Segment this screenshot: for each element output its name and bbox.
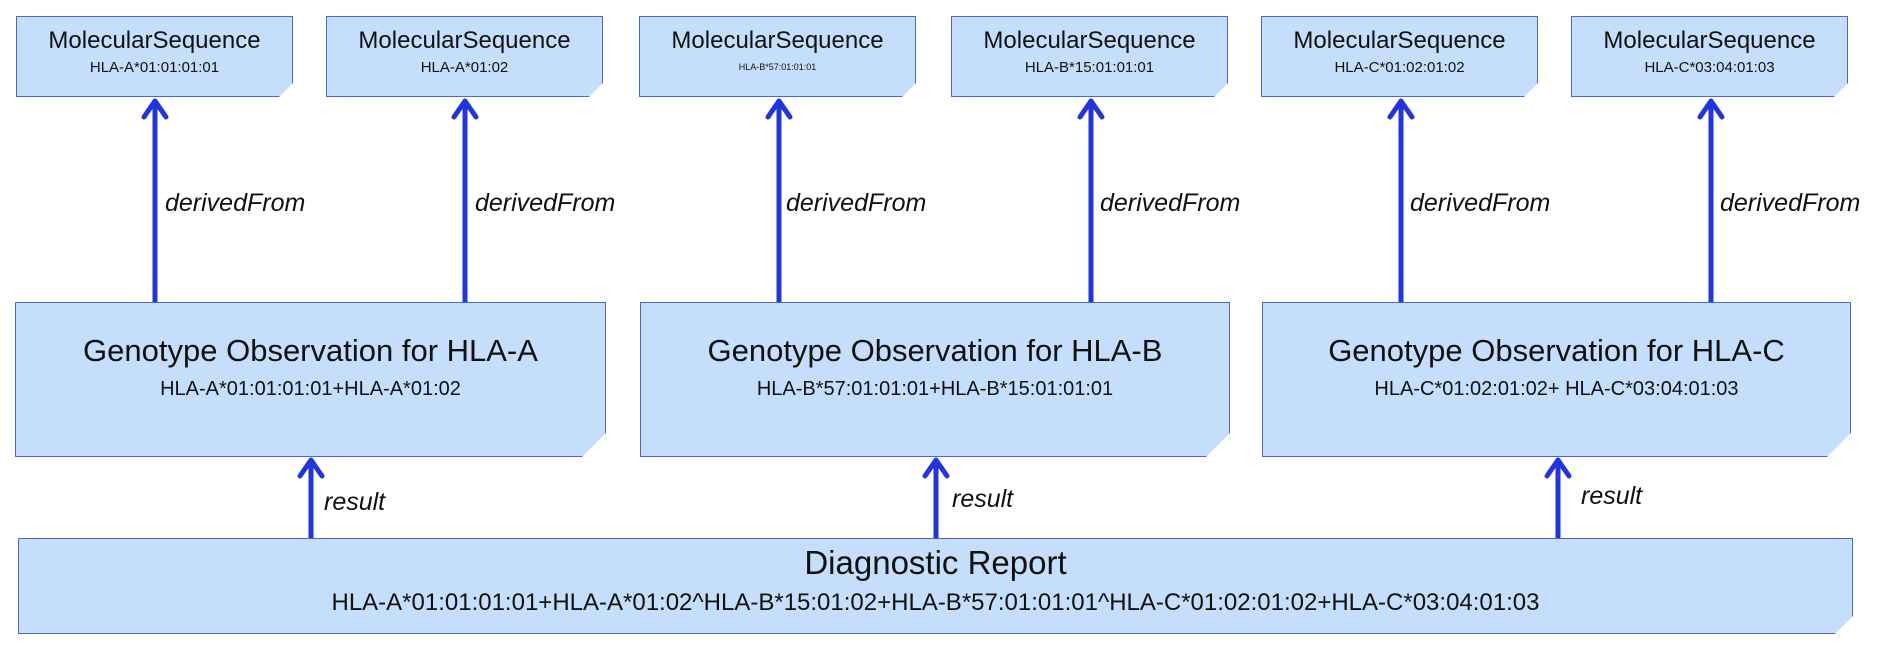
result-arrowhead-1	[297, 457, 325, 479]
molecular-sequence-id: HLA-C*01:02:01:02	[1334, 59, 1465, 76]
molecular-sequence-box-4: MolecularSequence HLA-B*15:01:01:01	[951, 16, 1228, 97]
result-label-1: result	[324, 488, 386, 516]
derived-from-arrowhead-5	[1387, 98, 1415, 120]
folded-corner	[1835, 616, 1853, 634]
molecular-sequence-title: MolecularSequence	[983, 27, 1196, 54]
derived-from-arrowhead-2	[451, 98, 479, 120]
molecular-sequence-id: HLA-C*03:04:01:03	[1644, 59, 1775, 76]
molecular-sequence-id: HLA-B*15:01:01:01	[1024, 59, 1155, 76]
molecular-sequence-title: MolecularSequence	[1603, 27, 1816, 54]
derived-from-arrowhead-1	[141, 98, 169, 120]
result-arrowhead-2	[922, 457, 950, 479]
folded-corner	[589, 83, 603, 97]
folded-corner	[902, 83, 916, 97]
molecular-sequence-id: HLA-A*01:02	[420, 59, 509, 76]
diagnostic-report-box: Diagnostic Report HLA-A*01:01:01:01+HLA-…	[18, 538, 1853, 634]
derived-from-label-5: derivedFrom	[1410, 189, 1551, 217]
molecular-sequence-id: HLA-A*01:01:01:01	[89, 59, 220, 76]
diagnostic-report-title: Diagnostic Report	[804, 544, 1067, 581]
genotype-observation-value: HLA-A*01:01:01:01+HLA-A*01:02	[160, 378, 461, 400]
derived-from-label-1: derivedFrom	[165, 189, 306, 217]
genotype-observation-value: HLA-B*57:01:01:01+HLA-B*15:01:01:01	[756, 378, 1114, 400]
folded-corner	[1827, 433, 1851, 457]
folded-corner	[582, 433, 606, 457]
result-arrowhead-3	[1544, 457, 1572, 479]
molecular-sequence-title: MolecularSequence	[358, 27, 571, 54]
genotype-observation-title: Genotype Observation for HLA-C	[1328, 333, 1785, 368]
molecular-sequence-title: MolecularSequence	[671, 27, 884, 54]
genotype-observation-title: Genotype Observation for HLA-B	[707, 333, 1163, 368]
result-label-3: result	[1581, 482, 1643, 510]
genotype-observation-value: HLA-C*01:02:01:02+ HLA-C*03:04:01:03	[1374, 378, 1739, 400]
molecular-sequence-title: MolecularSequence	[48, 27, 261, 54]
molecular-sequence-id: HLA-B*57:01:01:01	[738, 62, 817, 72]
molecular-sequence-box-3: MolecularSequence HLA-B*57:01:01:01	[639, 16, 916, 97]
molecular-sequence-box-2: MolecularSequence HLA-A*01:02	[326, 16, 603, 97]
molecular-sequence-title: MolecularSequence	[1293, 27, 1506, 54]
result-label-2: result	[952, 485, 1014, 513]
genotype-observation-title: Genotype Observation for HLA-A	[83, 333, 538, 368]
genotype-observation-box-hla-b: Genotype Observation for HLA-B HLA-B*57:…	[640, 302, 1230, 457]
derived-from-label-4: derivedFrom	[1100, 189, 1241, 217]
derived-from-arrowhead-6	[1697, 98, 1725, 120]
molecular-sequence-box-1: MolecularSequence HLA-A*01:01:01:01	[16, 16, 293, 97]
folded-corner	[1214, 83, 1228, 97]
genotype-observation-box-hla-c: Genotype Observation for HLA-C HLA-C*01:…	[1262, 302, 1851, 457]
molecular-sequence-box-5: MolecularSequence HLA-C*01:02:01:02	[1261, 16, 1538, 97]
derived-from-label-6: derivedFrom	[1720, 189, 1861, 217]
derived-from-label-3: derivedFrom	[786, 189, 927, 217]
folded-corner	[1834, 83, 1848, 97]
derived-from-arrowhead-4	[1077, 98, 1105, 120]
folded-corner	[1524, 83, 1538, 97]
folded-corner	[1206, 433, 1230, 457]
molecular-sequence-box-6: MolecularSequence HLA-C*03:04:01:03	[1571, 16, 1848, 97]
derived-from-arrowhead-3	[765, 98, 793, 120]
derived-from-label-2: derivedFrom	[475, 189, 616, 217]
folded-corner	[279, 83, 293, 97]
diagnostic-report-value: HLA-A*01:01:01:01+HLA-A*01:02^HLA-B*15:0…	[331, 589, 1540, 616]
genotype-observation-box-hla-a: Genotype Observation for HLA-A HLA-A*01:…	[15, 302, 606, 457]
